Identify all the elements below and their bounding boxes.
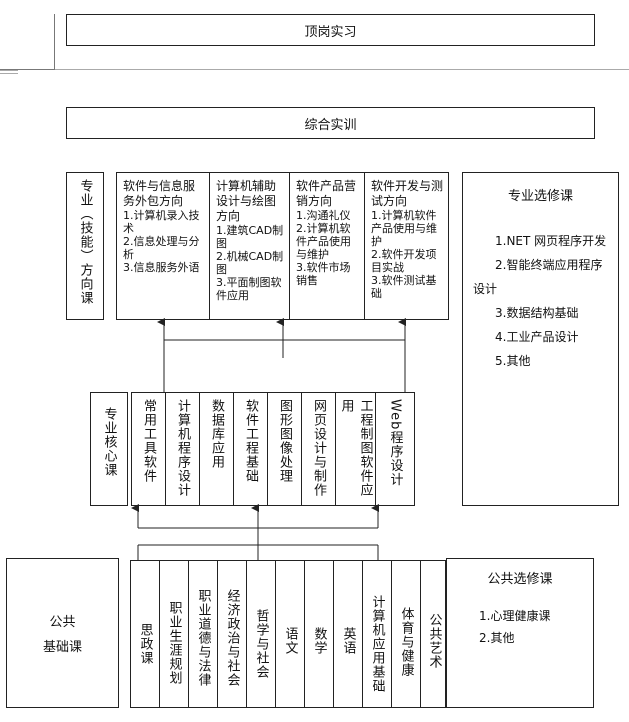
public-basic-label-line2: 基础课 <box>42 640 82 655</box>
core-course: 数据库应用 <box>200 393 234 505</box>
direction-label: 专业（技能）方向课 <box>77 179 93 305</box>
direction-column: 软件开发与测试方向 1.计算机软件产品使用与维护 2.软件开发项目实战 3.软件… <box>365 173 448 319</box>
page-header-rule <box>55 69 629 70</box>
direction-item: 2.信息处理与分析 <box>123 235 200 261</box>
direction-label-box: 专业（技能）方向课 <box>66 172 104 320</box>
public-basic-course: 体育与健康 <box>392 561 421 707</box>
public-basic-course: 思政课 <box>131 561 160 707</box>
direction-column: 软件产品营销方向 1.沟通礼仪 2.计算机软件产品使用与维护 3.软件市场销售 <box>290 173 365 319</box>
public-basic-course: 经济政治与社会 <box>218 561 247 707</box>
direction-item: 1.计算机软件产品使用与维护 <box>371 209 437 248</box>
internship-box: 顶岗实习 <box>66 14 595 46</box>
page-corner-tick <box>0 70 18 74</box>
comprehensive-training-box: 综合实训 <box>66 107 595 139</box>
public-basic-label-line1: 公共 <box>49 615 76 630</box>
core-course: 工程制图软件应用 <box>336 393 376 505</box>
core-course: 软件工程基础 <box>234 393 268 505</box>
public-basic-course: 职业生涯规划 <box>160 561 189 707</box>
direction-item: 3.软件测试基础 <box>371 274 437 300</box>
core-course: 常用工具软件 <box>132 393 166 505</box>
professional-elective-title: 专业选修课 <box>507 189 573 204</box>
professional-elective-box: 专业选修课 1.NET 网页程序开发 2.智能终端应用程序设计 3.数据结构基础… <box>462 172 619 506</box>
public-basic-course: 计算机应用基础 <box>363 561 392 707</box>
direction-title: 软件产品营销方向 <box>296 179 357 208</box>
core-course: 计算机程序设计 <box>166 393 200 505</box>
comprehensive-training-label: 综合实训 <box>304 117 357 133</box>
public-elective-title: 公共选修课 <box>487 572 553 587</box>
public-basic-courses: 思政课 职业生涯规划 职业道德与法律 经济政治与社会 哲学与社会 语文 数学 英… <box>130 560 446 708</box>
public-basic-course: 语文 <box>276 561 305 707</box>
public-basic-course: 职业道德与法律 <box>189 561 218 707</box>
public-elective-box: 公共选修课 1.心理健康课 2.其他 <box>446 558 594 708</box>
professional-elective-item: 1.NET 网页程序开发 <box>495 234 607 248</box>
public-basic-label-box: 公共 基础课 <box>6 558 119 708</box>
direction-column: 软件与信息服务外包方向 1.计算机录入技术 2.信息处理与分析 3.信息服务外语 <box>117 173 210 319</box>
public-basic-course: 公共艺术 <box>426 613 442 669</box>
direction-item: 1.建筑CAD制图 <box>216 224 284 250</box>
core-course: Web程序设计 <box>387 399 403 487</box>
direction-item: 2.软件开发项目实战 <box>371 248 437 274</box>
direction-title: 软件开发与测试方向 <box>371 179 444 208</box>
direction-columns: 软件与信息服务外包方向 1.计算机录入技术 2.信息处理与分析 3.信息服务外语… <box>116 172 449 320</box>
page-corner-mark <box>0 14 55 70</box>
core-label-box: 专业核心课 <box>90 392 128 506</box>
direction-item: 3.平面制图软件应用 <box>216 276 282 302</box>
direction-title: 软件与信息服务外包方向 <box>123 179 196 208</box>
direction-column: 计算机辅助设计与绘图方向 1.建筑CAD制图 2.机械CAD制图 3.平面制图软… <box>210 173 290 319</box>
direction-title: 计算机辅助设计与绘图方向 <box>216 179 277 223</box>
direction-item: 2.机械CAD制图 <box>216 250 284 276</box>
direction-item: 3.信息服务外语 <box>123 261 200 274</box>
professional-elective-item: 5.其他 <box>495 354 531 368</box>
public-basic-course: 数学 <box>305 561 334 707</box>
professional-elective-item: 2.智能终端应用程序设计 <box>473 258 603 296</box>
public-elective-item: 2.其他 <box>479 631 515 645</box>
public-elective-item: 1.心理健康课 <box>479 609 551 623</box>
core-label: 专业核心课 <box>101 407 117 477</box>
core-course: 图形图像处理 <box>268 393 302 505</box>
core-courses: 常用工具软件 计算机程序设计 数据库应用 软件工程基础 图形图像处理 网页设计与… <box>131 392 415 506</box>
professional-elective-item: 4.工业产品设计 <box>495 330 579 344</box>
professional-elective-item: 3.数据结构基础 <box>495 306 579 320</box>
core-course: 网页设计与制作 <box>302 393 336 505</box>
direction-item: 2.计算机软件产品使用与维护 <box>296 222 351 261</box>
direction-item: 1.计算机录入技术 <box>123 209 200 235</box>
public-basic-course: 英语 <box>334 561 363 707</box>
direction-item: 1.沟通礼仪 <box>296 209 351 222</box>
public-basic-course: 哲学与社会 <box>247 561 276 707</box>
internship-label: 顶岗实习 <box>304 24 357 40</box>
direction-item: 3.软件市场销售 <box>296 261 351 287</box>
